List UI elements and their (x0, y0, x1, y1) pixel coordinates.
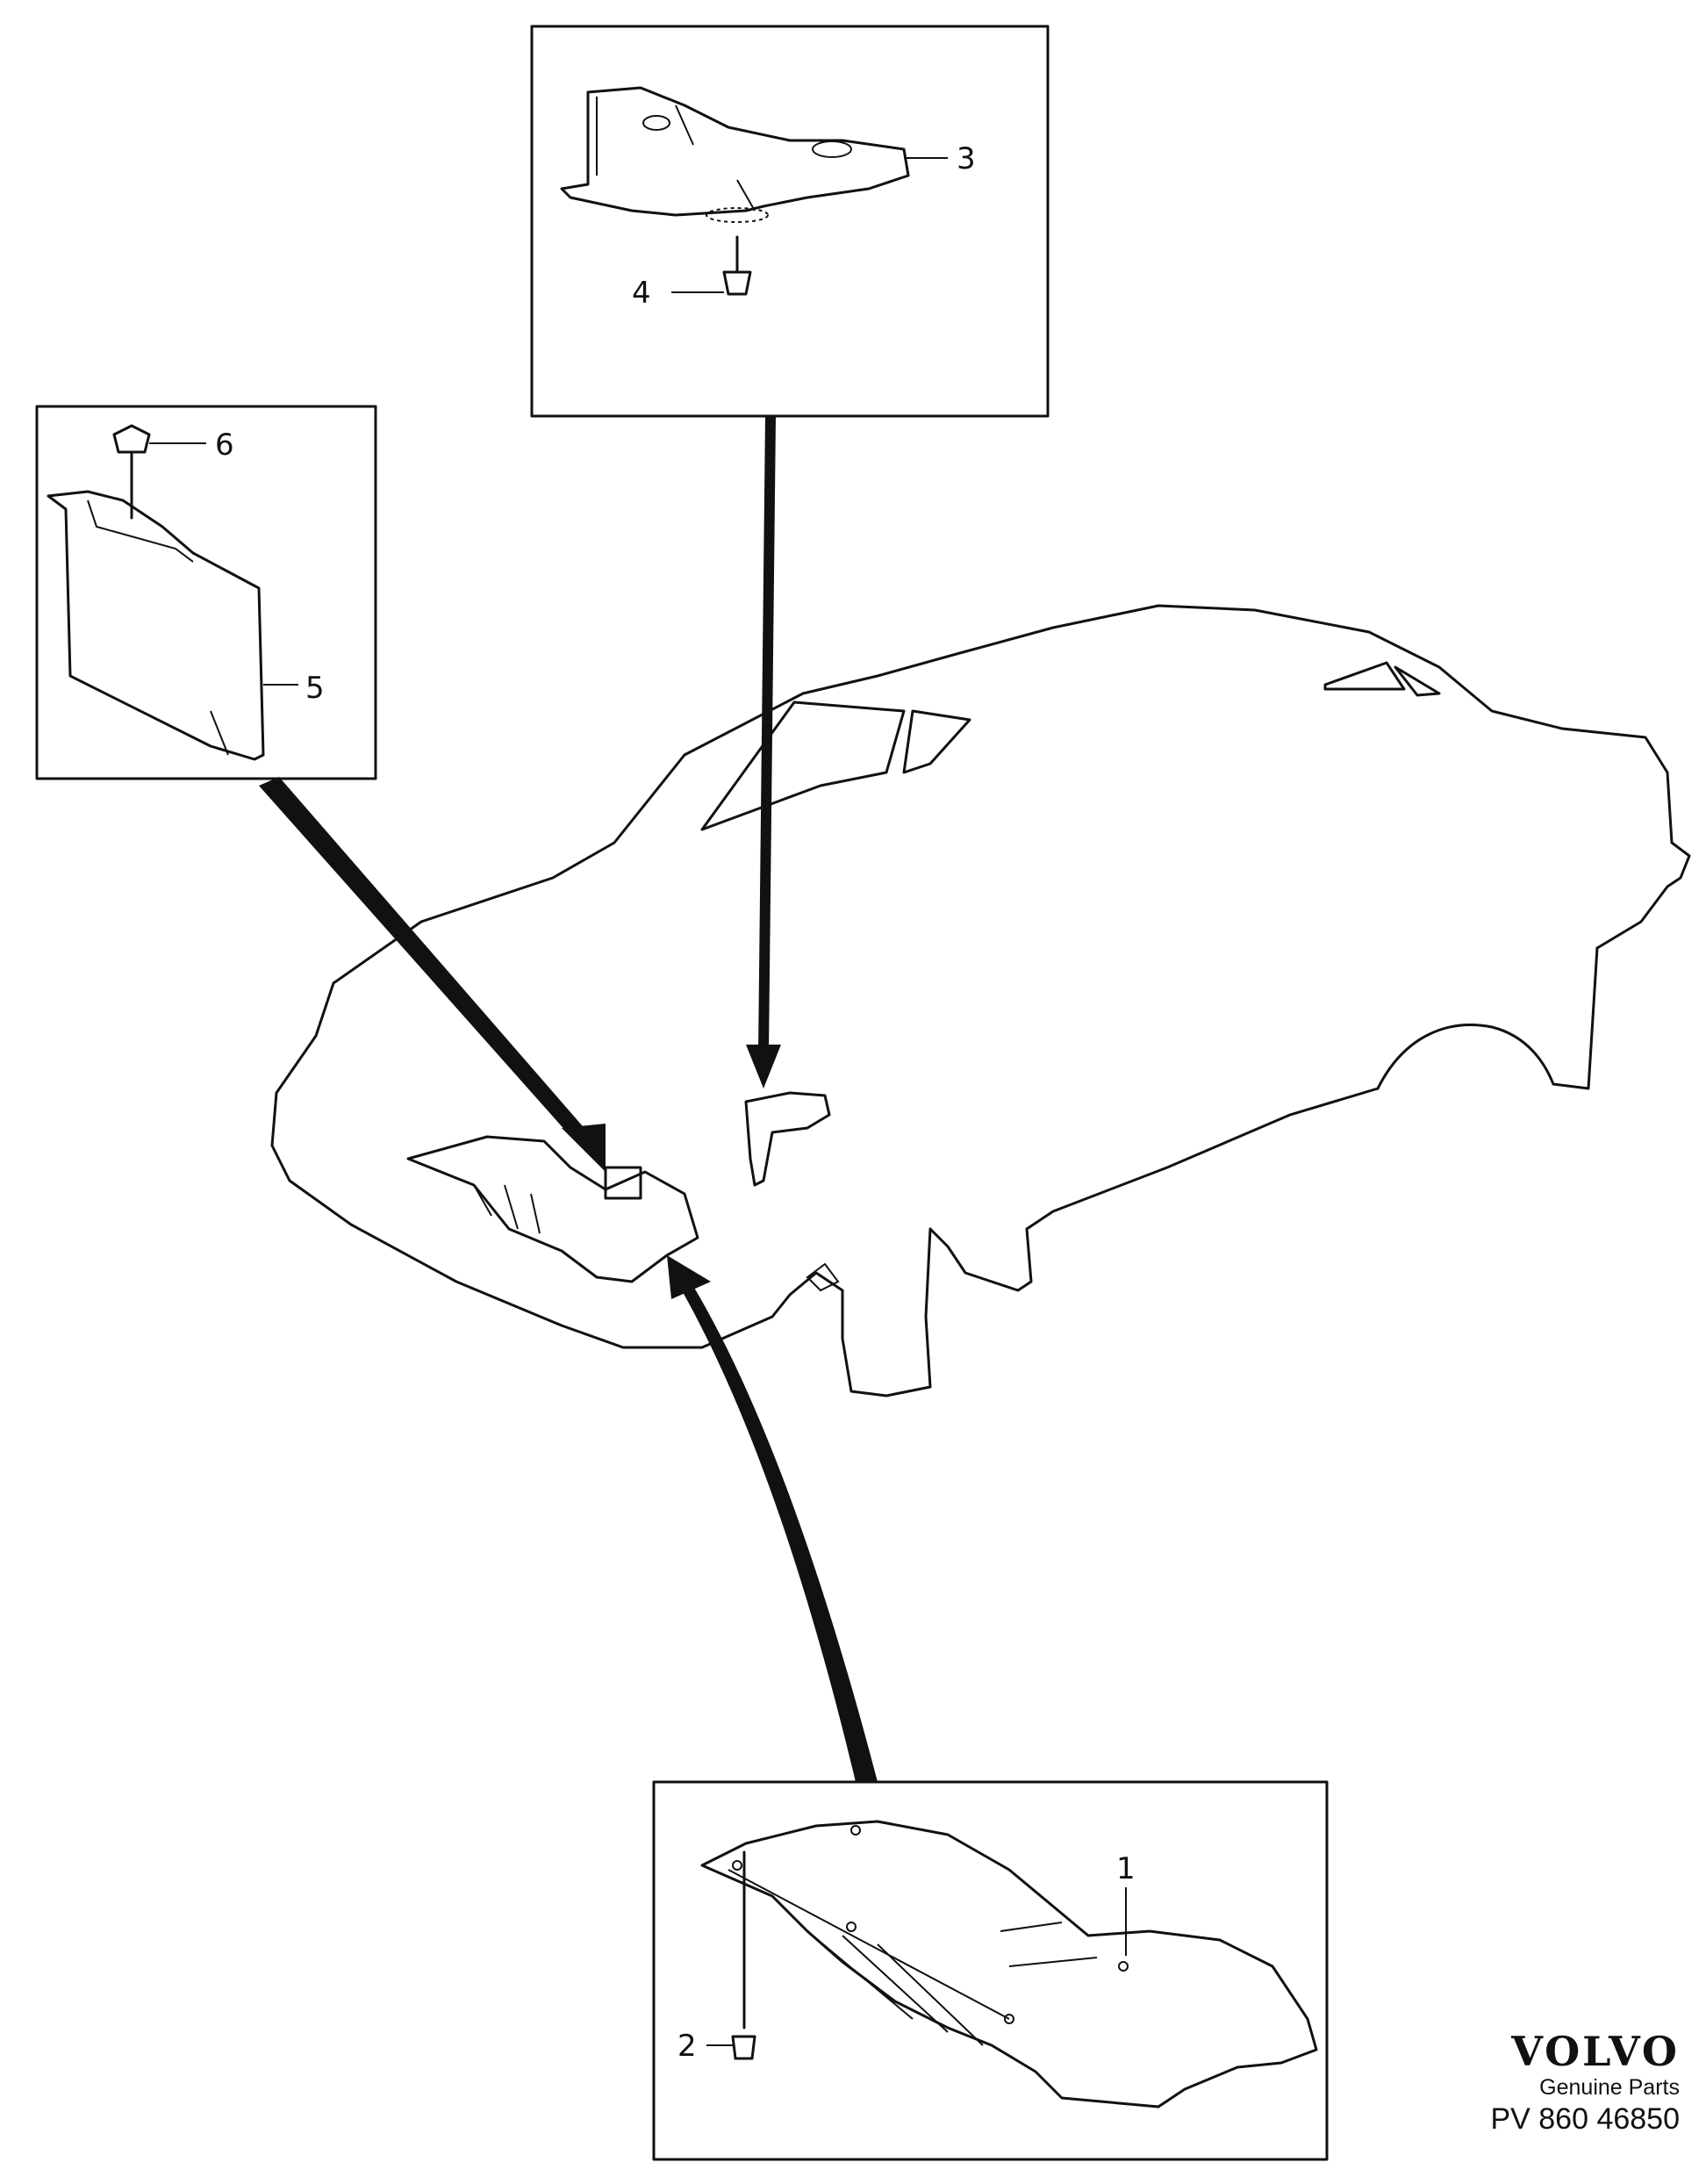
detail-box-bracket (530, 25, 1050, 418)
callout-5: 5 (305, 671, 325, 706)
callout-2: 2 (677, 2029, 697, 2064)
splash-guard-on-car (406, 1135, 699, 1283)
part-code: PV 860 46850 (1490, 2102, 1680, 2136)
brand-subtitle: Genuine Parts (1539, 2075, 1680, 2100)
arrow-to-panel (259, 777, 606, 1172)
callout-leaders (149, 157, 1127, 2046)
callout-4: 4 (632, 276, 651, 311)
brand-block: VOLVO Genuine Parts PV 860 46850 (1443, 2028, 1680, 2137)
callout-6: 6 (215, 427, 234, 463)
volvo-logo: VOLVO (1511, 2028, 1680, 2075)
car-outline (270, 604, 1691, 1397)
callout-3: 3 (957, 141, 976, 176)
callout-1: 1 (1116, 1851, 1136, 1886)
detail-box-mudguard (652, 1780, 1329, 2161)
arrow-to-bracket (746, 416, 781, 1088)
bracket-on-car (744, 1091, 831, 1187)
detail-box-panel (35, 405, 377, 780)
arrow-to-mudguard (667, 1255, 878, 1782)
